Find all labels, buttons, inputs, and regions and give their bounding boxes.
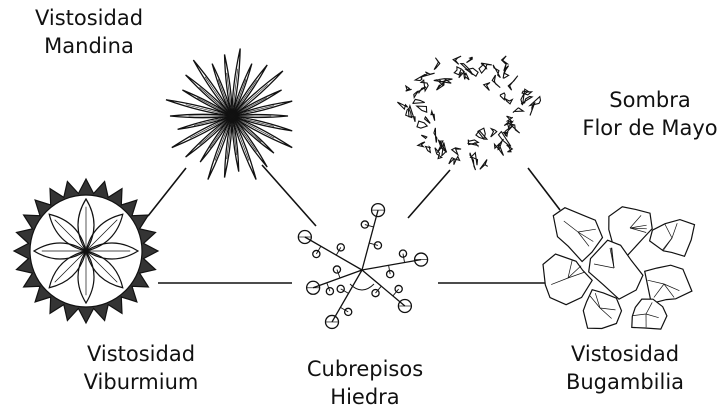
hiedra-small-leaf	[337, 244, 344, 251]
hiedra-small-leaf	[333, 266, 340, 273]
flor-leaf	[435, 148, 442, 159]
connector-mandina-viburmium	[148, 168, 186, 216]
bugambilia-cluster	[543, 254, 592, 305]
flor-leaf	[530, 97, 541, 106]
label-hiedra-line2: Hiedra	[290, 383, 440, 411]
label-flor-de-mayo-line2: Flor de Mayo	[580, 114, 720, 142]
hiedra-petiole	[365, 225, 374, 227]
flor-leaf	[467, 57, 473, 62]
flor-leaf	[406, 86, 412, 91]
label-viburmium-line1: Vistosidad	[64, 340, 218, 368]
connector-mandina-hiedra	[262, 165, 316, 226]
flor-leaf	[425, 117, 431, 124]
label-hiedra: Cubrepisos Hiedra	[290, 355, 440, 411]
label-viburmium-line2: Viburmium	[64, 368, 218, 396]
spiky-star-plant-icon	[166, 48, 292, 179]
flor-leaf	[503, 73, 508, 78]
flor-leaf	[434, 128, 437, 143]
flor-leaf	[421, 135, 427, 138]
rosette-shrub-icon	[14, 179, 158, 323]
flor-leaf	[505, 99, 512, 104]
label-bugambilia: Vistosidad Bugambilia	[550, 340, 700, 396]
flor-leaf	[449, 158, 454, 164]
flor-leaf	[513, 108, 523, 113]
connector-hiedra-flor	[408, 170, 450, 218]
label-viburmium: Vistosidad Viburmium	[64, 340, 218, 396]
flor-leaf	[397, 102, 407, 109]
flor-leaf	[466, 68, 478, 76]
flor-leaf	[500, 93, 505, 100]
label-bugambilia-line1: Vistosidad	[550, 340, 700, 368]
flor-leaf	[431, 111, 435, 121]
flor-leaf	[493, 65, 500, 78]
label-flor-de-mayo: Sombra Flor de Mayo	[580, 86, 720, 142]
flor-leaf	[507, 116, 513, 122]
angular-cluster-shrub-icon	[543, 207, 695, 329]
hiedra-stem	[362, 260, 421, 270]
flor-leaf	[479, 63, 486, 73]
hiedra-petiole	[403, 254, 405, 263]
flor-leaf	[417, 106, 427, 112]
hiedra-stem	[362, 210, 378, 270]
flor-leaf	[413, 99, 425, 103]
flor-leaf	[508, 76, 518, 91]
hiedra-petiole	[337, 270, 340, 278]
flor-leaf	[434, 58, 440, 70]
hiedra-stem	[332, 270, 362, 322]
label-mandina: Vistosidad Mandina	[18, 4, 160, 60]
mandina-center	[229, 113, 235, 119]
flor-leaf	[414, 91, 419, 98]
label-bugambilia-line2: Bugambilia	[550, 368, 700, 396]
flor-leaf	[452, 148, 461, 155]
hiedra-small-leaf	[313, 250, 320, 257]
flor-leaf	[484, 83, 490, 91]
hiedra-small-leaf	[372, 289, 379, 296]
flor-leaf	[409, 106, 416, 122]
leafy-ring-tree-icon	[397, 56, 540, 170]
bugambilia-cluster	[632, 299, 667, 329]
label-mandina-line1: Vistosidad	[18, 4, 160, 32]
flor-leaf	[454, 157, 460, 165]
hiedra-petiole	[389, 265, 391, 274]
bugambilia-cluster	[589, 240, 643, 299]
flor-leaf	[480, 160, 488, 170]
connector-flor-bugambilia	[528, 168, 560, 210]
flor-leaf	[464, 73, 469, 80]
flor-leaf	[417, 121, 427, 128]
label-flor-de-mayo-line1: Sombra	[580, 86, 720, 114]
flor-leaf	[502, 56, 508, 64]
creeping-ivy-icon	[298, 204, 427, 329]
flor-leaf	[418, 142, 425, 147]
flor-leaf	[439, 79, 453, 82]
hiedra-petiole	[327, 283, 330, 291]
label-hiedra-line1: Cubrepisos	[290, 355, 440, 383]
flor-leaf	[426, 147, 431, 153]
bugambilia-cluster	[645, 265, 692, 303]
label-mandina-line2: Mandina	[18, 32, 160, 60]
flor-leaf	[491, 129, 497, 137]
hiedra-petiole	[369, 243, 378, 245]
